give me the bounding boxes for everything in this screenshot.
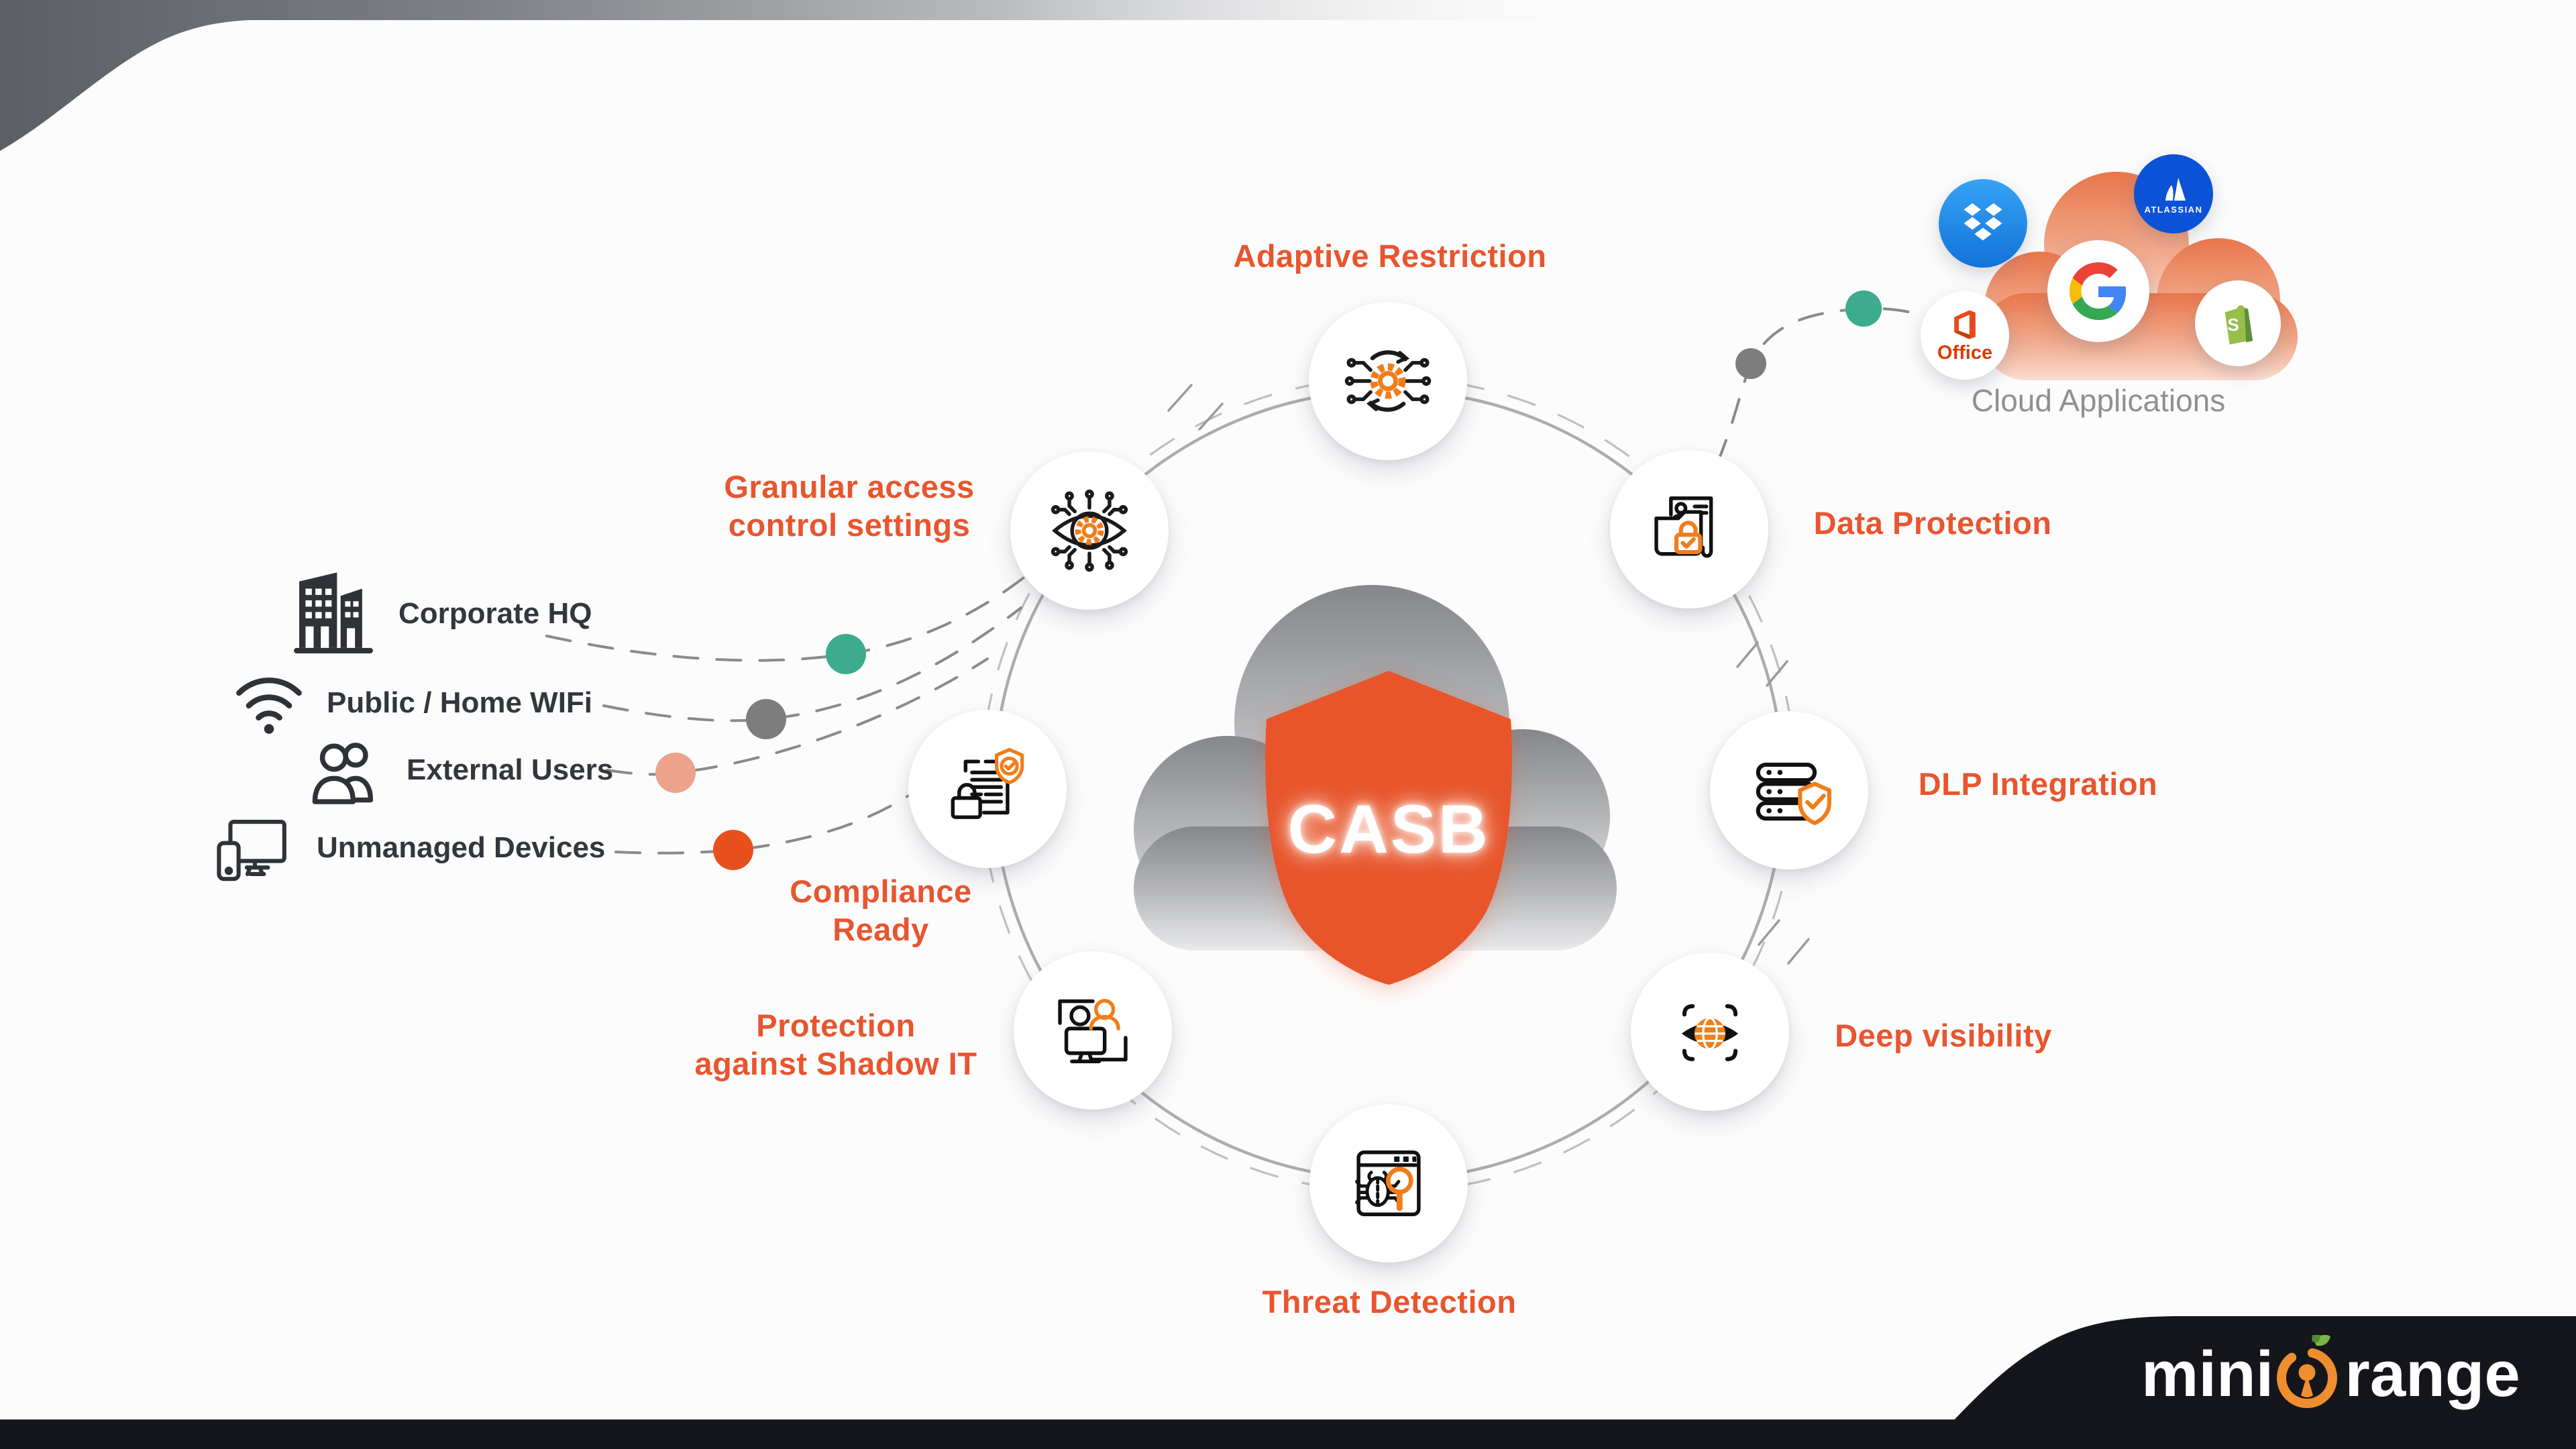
dot-cloud-teal xyxy=(1845,290,1882,327)
building-icon xyxy=(294,572,373,653)
cloud-connector xyxy=(1716,307,1940,464)
atlassian-icon: ATLASSIAN xyxy=(2134,154,2213,233)
node-compliance-ready xyxy=(908,710,1067,868)
source-corporate-hq: Corporate HQ xyxy=(288,569,592,659)
atlassian-label: ATLASSIAN xyxy=(2144,204,2203,215)
label-shadow-it: Protection against Shadow IT xyxy=(694,1008,977,1081)
adaptive-restriction-icon xyxy=(1344,350,1432,412)
brand-part2: range xyxy=(2345,1338,2520,1410)
label-compliance-ready: Compliance Ready xyxy=(790,873,972,947)
casb-shield-label: CASB xyxy=(1287,791,1490,867)
compliance-ready-icon xyxy=(951,747,1024,819)
office-label: Office xyxy=(1937,341,1993,364)
granular-access-icon xyxy=(1051,489,1128,572)
label-data-protection: Data Protection xyxy=(1813,505,2052,541)
google-icon xyxy=(2047,240,2149,342)
dlp-integration-icon xyxy=(1756,762,1831,826)
deep-visibility-icon xyxy=(1681,1004,1739,1061)
dot-wifi xyxy=(746,699,786,739)
threat-detection-icon xyxy=(1354,1150,1421,1216)
orange-keyhole-icon xyxy=(2277,1335,2338,1408)
source-label: Public / Home WIFi xyxy=(327,686,593,719)
cloud-applications-title: Cloud Applications xyxy=(1971,383,2226,418)
data-protection-icon xyxy=(1654,496,1713,558)
casb-cloud-shield xyxy=(1134,585,1617,985)
label-granular-access: Granular access control settings xyxy=(724,469,975,543)
label-deep-visibility: Deep visibility xyxy=(1835,1018,2052,1053)
node-granular-access xyxy=(1010,451,1169,610)
svg-text:S: S xyxy=(2227,315,2239,335)
source-external-users: External Users xyxy=(303,735,613,805)
bottom-right-corner-shape xyxy=(1927,1316,2576,1449)
brand-part1: mini xyxy=(2141,1338,2274,1410)
decorative-ticks xyxy=(1167,384,1810,965)
dropbox-icon xyxy=(1939,179,2027,268)
label-threat-detection: Threat Detection xyxy=(1262,1284,1517,1320)
node-threat-detection xyxy=(1309,1104,1468,1263)
dot-external xyxy=(655,753,696,793)
shield-icon xyxy=(1265,671,1512,985)
top-left-corner-shape xyxy=(0,0,1610,151)
node-deep-visibility xyxy=(1631,953,1789,1111)
node-shadow-it xyxy=(1014,951,1172,1110)
node-adaptive-restriction xyxy=(1309,302,1467,460)
source-label: Corporate HQ xyxy=(398,597,592,630)
node-dlp-integration xyxy=(1710,711,1868,869)
label-adaptive-restriction: Adaptive Restriction xyxy=(1233,238,1547,274)
source-public-home-wifi: Public / Home WIFi xyxy=(231,667,592,738)
source-label: External Users xyxy=(407,753,614,786)
shadow-it-icon xyxy=(1058,999,1128,1063)
source-unmanaged-devices: Unmanaged Devices xyxy=(213,810,605,885)
node-data-protection xyxy=(1610,450,1768,608)
devices-icon xyxy=(217,820,286,881)
source-label: Unmanaged Devices xyxy=(317,831,606,864)
miniorange-logo: mini range xyxy=(2141,1335,2520,1414)
office-icon: Office xyxy=(1921,291,2009,380)
dot-unmanaged xyxy=(713,830,753,870)
wifi-icon xyxy=(236,678,302,734)
shopify-icon: S xyxy=(2195,280,2281,366)
label-dlp-integration: DLP Integration xyxy=(1918,766,2158,802)
dot-corporate xyxy=(826,634,866,674)
dot-cloud-gray xyxy=(1735,348,1766,379)
users-icon xyxy=(312,743,374,804)
